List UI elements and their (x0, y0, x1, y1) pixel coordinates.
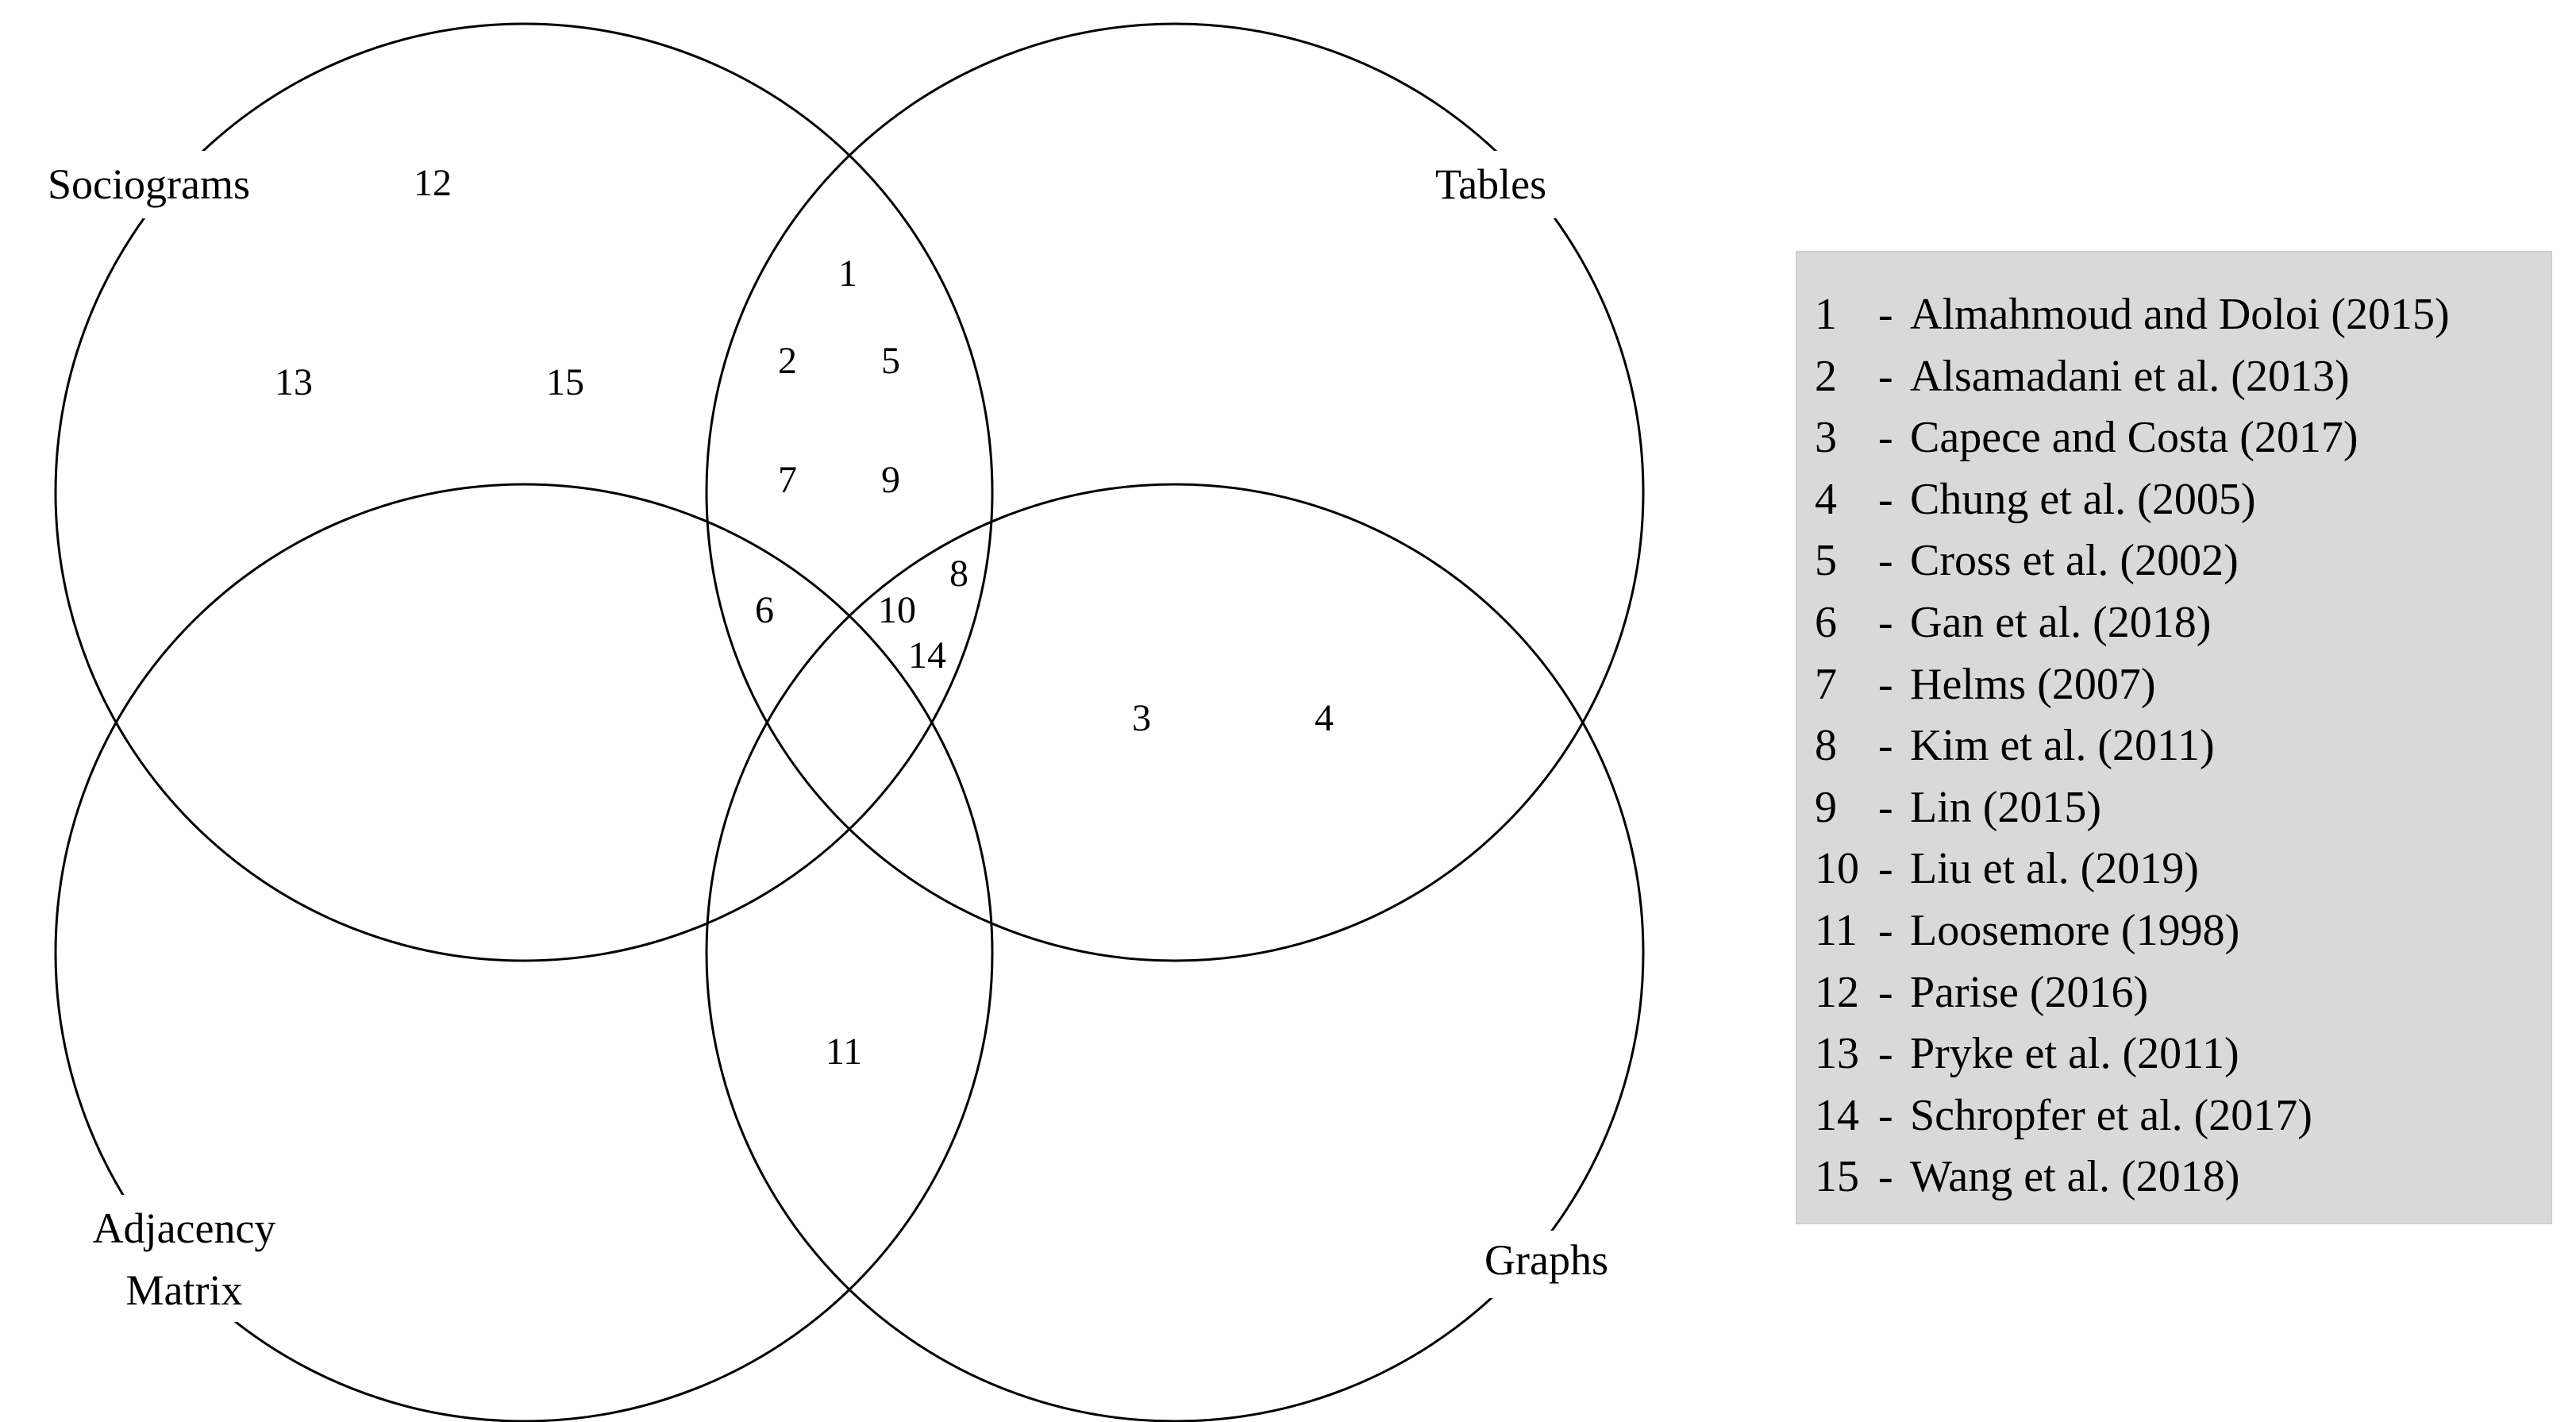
label-mask-tables (1425, 151, 1588, 218)
legend-row: 4-Chung et al. (2005) (1815, 469, 2551, 531)
region-number: 15 (546, 361, 584, 403)
legend-row: 9-Lin (2015) (1815, 777, 2551, 839)
legend-number: 9 (1815, 782, 1837, 832)
legend-row: 7-Helms (2007) (1815, 654, 2551, 716)
legend-reference: Almahmoud and Doloi (2015) (1910, 290, 2450, 339)
set-label-sociograms: Sociograms (48, 160, 250, 208)
legend-number: 3 (1815, 413, 1837, 463)
legend-separator: - (1878, 905, 1893, 955)
legend-number: 14 (1815, 1090, 1859, 1140)
legend-separator: - (1878, 1152, 1893, 1202)
legend-reference: Kim et al. (2011) (1910, 721, 2215, 771)
circle-adjacency-matrix (54, 483, 994, 1422)
legend-reference: Chung et al. (2005) (1910, 474, 2256, 524)
legend-separator: - (1878, 782, 1893, 832)
legend-reference: Helms (2007) (1910, 659, 2156, 709)
region-number: 10 (878, 589, 916, 631)
set-label-matrix: Matrix (126, 1266, 243, 1314)
region-number: 5 (881, 340, 900, 382)
legend-row: 1-Almahmoud and Doloi (2015) (1815, 284, 2551, 346)
legend-number: 11 (1815, 905, 1858, 955)
region-number: 14 (908, 634, 946, 676)
legend-number: 6 (1815, 597, 1837, 647)
legend-row: 11-Loosemore (1998) (1815, 900, 2551, 962)
label-mask-graphs (1481, 1231, 1643, 1298)
region-number: 4 (1315, 697, 1334, 739)
legend-reference: Gan et al. (2018) (1910, 597, 2212, 647)
label-mask-adjacency (70, 1195, 300, 1322)
set-label-graphs: Graphs (1484, 1236, 1608, 1284)
legend-number: 13 (1815, 1029, 1859, 1079)
legend-separator: - (1878, 721, 1893, 771)
legend-row: 3-Capece and Costa (2017) (1815, 407, 2551, 469)
set-label-tables: Tables (1435, 160, 1546, 208)
venn-diagram: Sociograms Tables Adjacency Matrix Graph… (44, 22, 1645, 1422)
circle-tables (705, 22, 1645, 962)
legend-row: 14-Schropfer et al. (2017) (1815, 1085, 2551, 1147)
legend-reference: Liu et al. (2019) (1910, 844, 2199, 894)
label-mask-sociograms (44, 151, 302, 218)
legend-number: 5 (1815, 536, 1837, 586)
legend-separator: - (1878, 474, 1893, 524)
legend-separator: - (1878, 413, 1893, 463)
legend-row: 8-Kim et al. (2011) (1815, 715, 2551, 777)
legend-row: 6-Gan et al. (2018) (1815, 592, 2551, 654)
legend-separator: - (1878, 290, 1893, 339)
legend-separator: - (1878, 1090, 1893, 1140)
region-number: 7 (778, 459, 797, 501)
legend-number: 1 (1815, 290, 1837, 339)
legend-reference: Parise (2016) (1910, 967, 2149, 1017)
legend-row: 12-Parise (2016) (1815, 962, 2551, 1024)
legend-separator: - (1878, 1029, 1893, 1079)
legend-number: 8 (1815, 721, 1837, 771)
region-number: 8 (949, 553, 968, 595)
legend-separator: - (1878, 597, 1893, 647)
region-number: 3 (1132, 697, 1151, 739)
legend-reference: Lin (2015) (1910, 782, 2102, 832)
legend-box: 1-Almahmoud and Doloi (2015) 2-Alsamadan… (1796, 251, 2552, 1224)
legend-number: 10 (1815, 844, 1859, 894)
legend-separator: - (1878, 844, 1893, 894)
region-number: 6 (755, 589, 774, 631)
region-number: 9 (881, 459, 900, 501)
legend-reference: Pryke et al. (2011) (1910, 1029, 2239, 1079)
legend-separator: - (1878, 659, 1893, 709)
legend-number: 7 (1815, 659, 1837, 709)
legend-separator: - (1878, 351, 1893, 401)
legend-reference: Capece and Costa (2017) (1910, 413, 2358, 463)
circle-sociograms (54, 22, 994, 962)
legend-reference: Alsamadani et al. (2013) (1910, 351, 2350, 401)
legend-number: 12 (1815, 967, 1859, 1017)
legend-separator: - (1878, 536, 1893, 586)
legend-row: 15-Wang et al. (2018) (1815, 1146, 2551, 1208)
legend-reference: Schropfer et al. (2017) (1910, 1090, 2312, 1140)
region-number: 12 (414, 162, 452, 204)
legend-reference: Cross et al. (2002) (1910, 536, 2239, 586)
region-number: 13 (275, 361, 313, 403)
legend-number: 2 (1815, 351, 1837, 401)
legend-row: 5-Cross et al. (2002) (1815, 530, 2551, 592)
region-number: 11 (826, 1031, 862, 1073)
legend-number: 15 (1815, 1152, 1859, 1202)
region-number: 1 (838, 252, 857, 295)
legend-reference: Loosemore (1998) (1910, 905, 2240, 955)
legend-row: 2-Alsamadani et al. (2013) (1815, 346, 2551, 408)
legend-separator: - (1878, 967, 1893, 1017)
legend-number: 4 (1815, 474, 1837, 524)
set-label-adjacency: Adjacency (93, 1204, 276, 1252)
region-number: 2 (778, 340, 797, 382)
legend-row: 10-Liu et al. (2019) (1815, 838, 2551, 900)
circle-graphs (705, 483, 1645, 1422)
legend-reference: Wang et al. (2018) (1910, 1152, 2240, 1202)
legend-row: 13-Pryke et al. (2011) (1815, 1023, 2551, 1085)
